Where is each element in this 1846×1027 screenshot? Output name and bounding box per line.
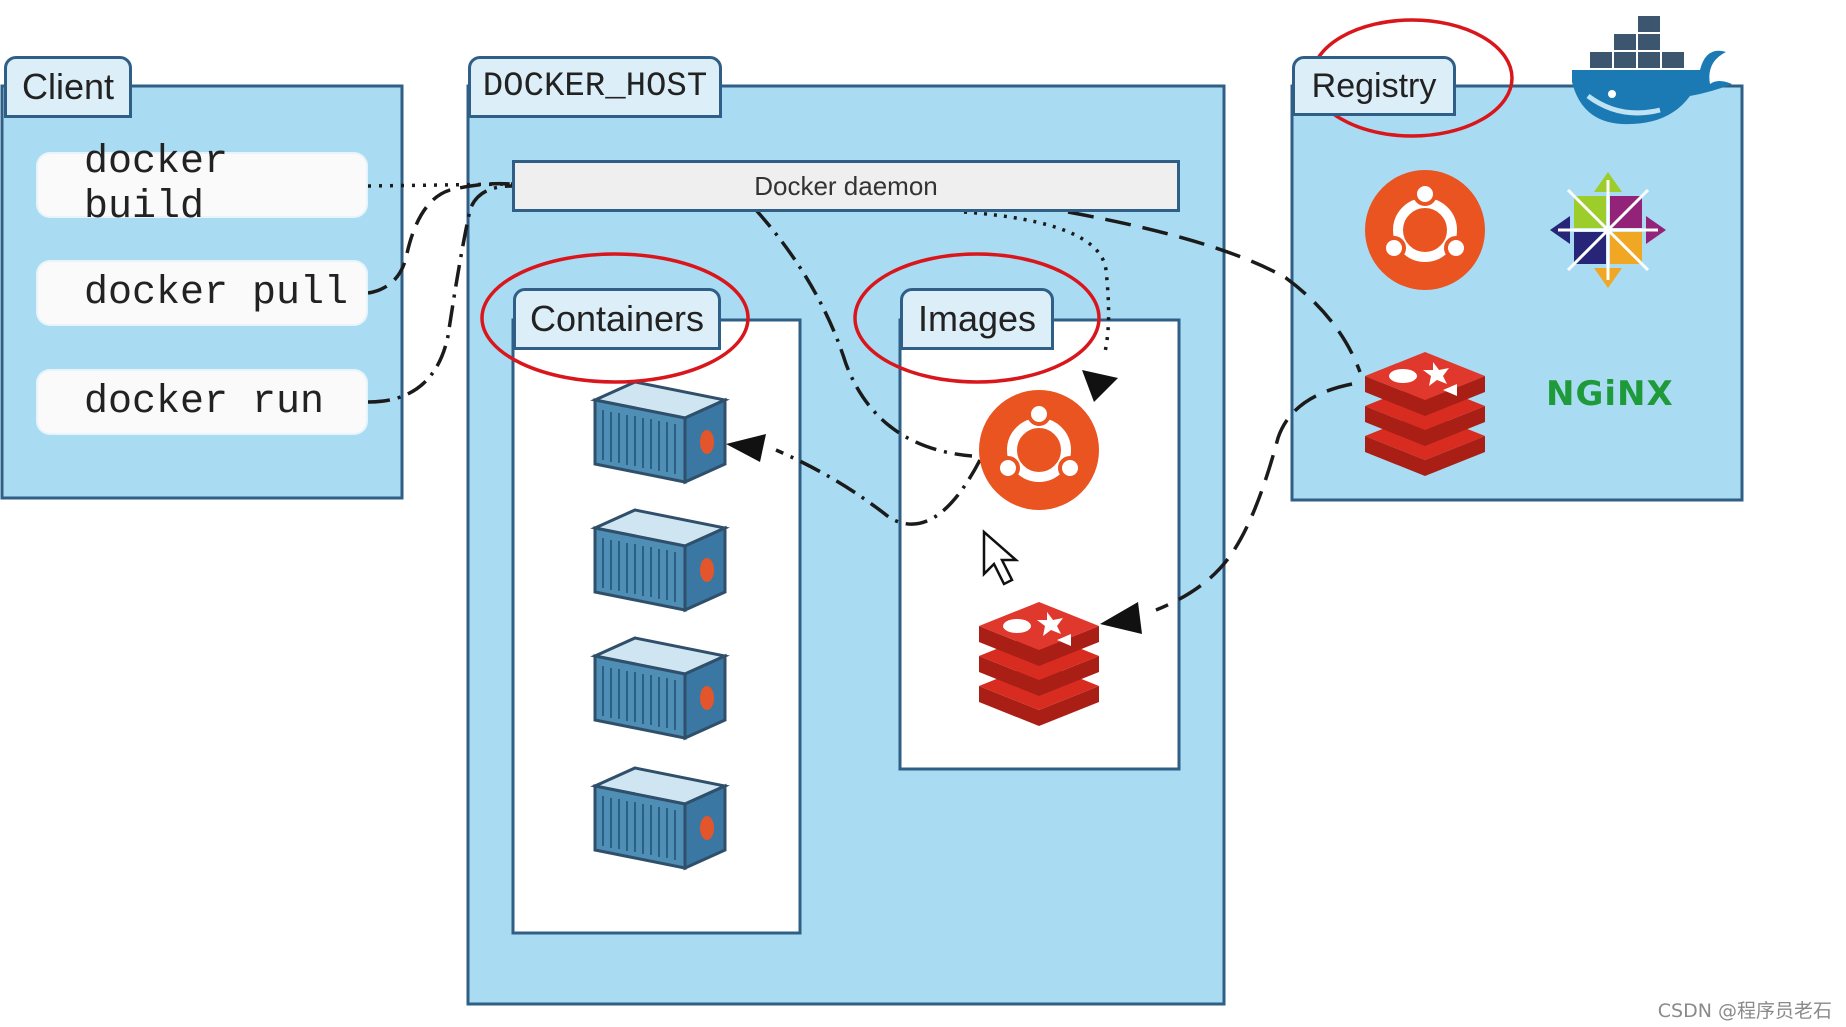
arrowheads (726, 370, 1142, 634)
docker-host-tab: DOCKER_HOST (468, 56, 722, 118)
container-icon-3 (593, 636, 727, 740)
client-title: Client (21, 66, 115, 107)
connector-lines (367, 181, 1362, 612)
docker-build-command: docker build (38, 140, 366, 230)
arrowhead-to-ubuntu-image (1082, 370, 1118, 402)
arrowhead-to-container (726, 434, 766, 462)
mouse-cursor (982, 529, 1020, 586)
build-connector (367, 182, 513, 188)
docker-build-label: docker build (84, 140, 229, 230)
run-connector (367, 184, 513, 404)
docker-pull-command: docker pull (38, 262, 366, 324)
daemon-to-ubuntu-pull (963, 210, 1111, 357)
registry-panel (1290, 84, 1744, 502)
registry-tab: Registry (1292, 56, 1456, 116)
docker-pull-label: docker pull (84, 270, 349, 316)
arrowhead-to-redis-image (1100, 602, 1142, 634)
docker-daemon-label: Docker daemon (754, 170, 938, 201)
run-to-container (754, 208, 973, 458)
container-icon-1 (593, 380, 727, 484)
containers-title: Containers (529, 298, 705, 339)
container-icon-4 (593, 766, 727, 870)
redis-registry-icon (1365, 352, 1485, 476)
client-tab: Client (4, 56, 132, 118)
docker-run-label: docker run (84, 379, 325, 425)
docker-host-title: DOCKER_HOST (482, 68, 708, 106)
ubuntu-image-icon (979, 390, 1099, 510)
images-tab: Images (900, 288, 1054, 350)
registry-link-upper (1067, 210, 1362, 373)
redis-image-icon (979, 602, 1099, 726)
docker-daemon-bar: Docker daemon (512, 160, 1180, 212)
watermark: CSDN @程序员老石 (1657, 1000, 1832, 1022)
highlight-ovals (480, 18, 1514, 384)
ubuntu-registry-icon (1365, 170, 1485, 290)
images-highlight (853, 252, 1101, 384)
containers-highlight (480, 252, 750, 384)
container-icon-2 (593, 508, 727, 612)
pull-connector (367, 181, 511, 295)
docker-whale-logo (1572, 16, 1732, 125)
registry-link-lower (1155, 382, 1353, 612)
nginx-label: NGiNX (1546, 374, 1674, 414)
docker-run-command: docker run (38, 371, 366, 433)
containers-tab: Containers (513, 288, 721, 350)
nginx-logo: NGiNX (1546, 374, 1674, 414)
images-title: Images (917, 298, 1037, 339)
centos-logo (1550, 172, 1666, 288)
image-to-container (775, 448, 982, 526)
registry-title: Registry (1311, 66, 1437, 105)
